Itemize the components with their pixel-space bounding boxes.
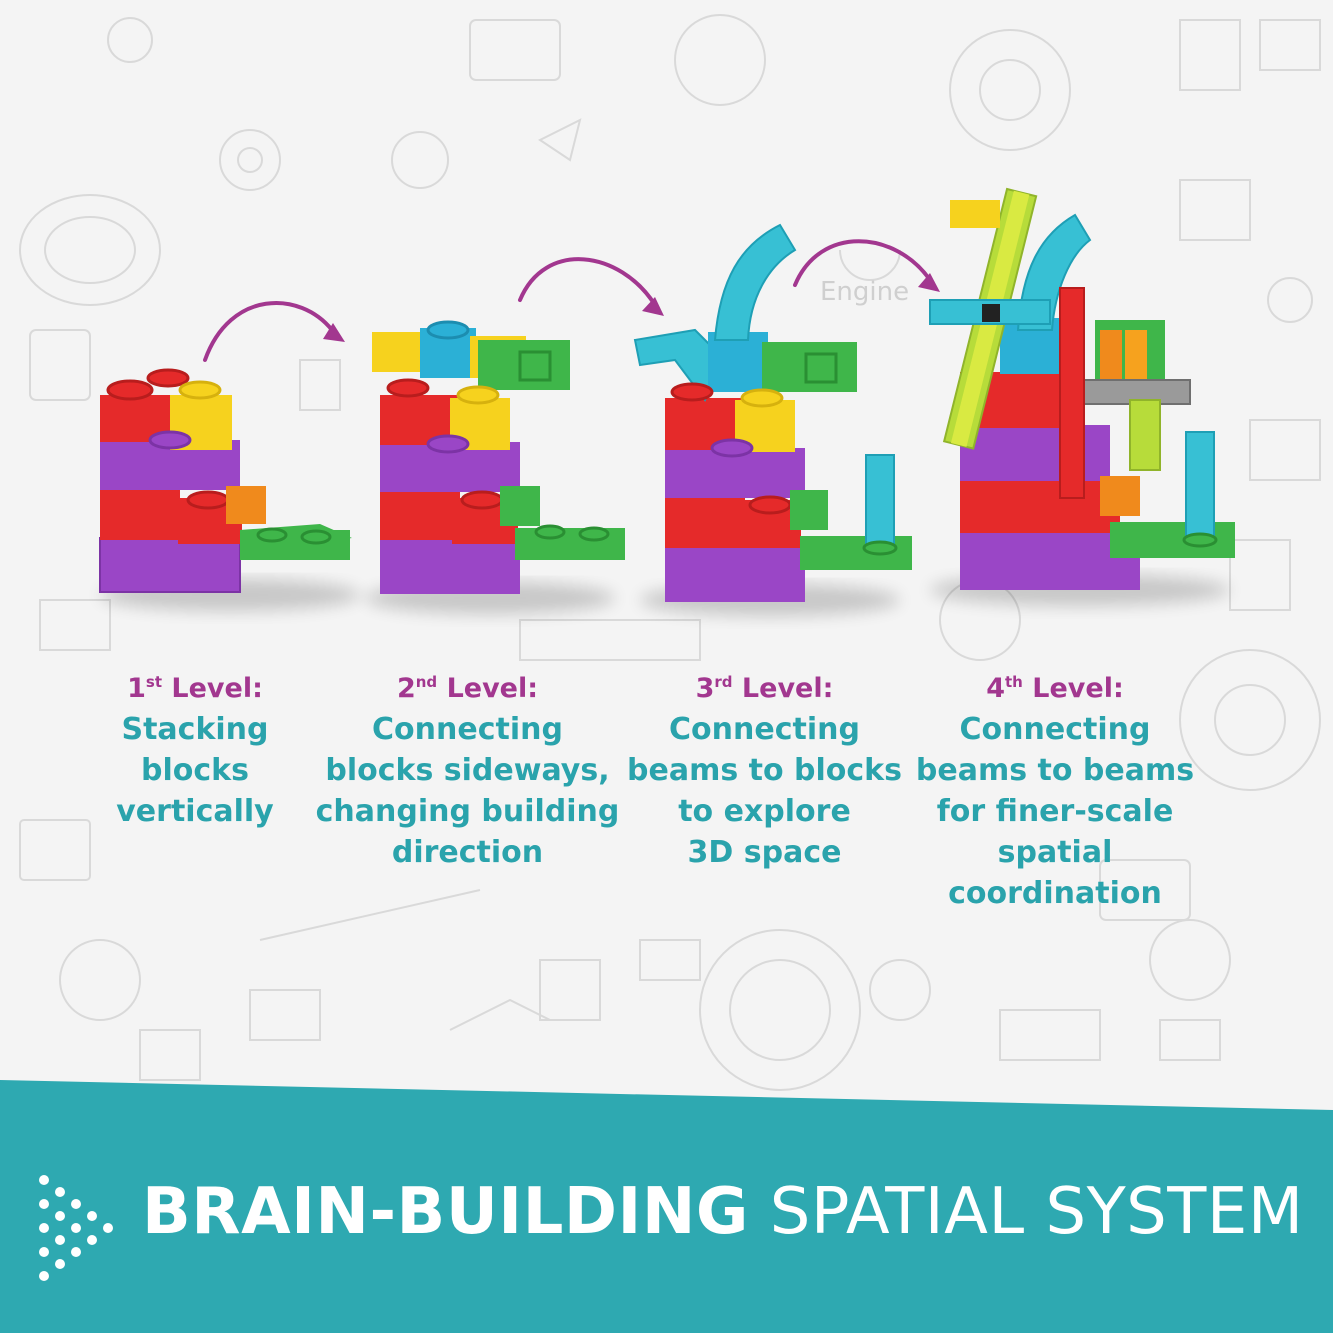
level-4-suffix: th — [1005, 673, 1023, 691]
level-2-heading: 2nd Level: — [310, 668, 625, 709]
level-2-suffix: nd — [415, 673, 438, 691]
build-level-1 — [99, 368, 360, 611]
level-1-description: Stacking blocks vertically — [116, 712, 274, 829]
engine-doodle-text: Engine — [820, 277, 909, 307]
build-level-3 — [633, 223, 912, 616]
level-1-label: Level: — [171, 673, 263, 704]
level-2-ordinal: 2 — [396, 673, 416, 704]
level-4-label: Level: — [1032, 673, 1124, 704]
level-1-suffix: st — [145, 673, 162, 691]
curved-arrow-icon — [518, 257, 657, 307]
banner-bold-text: BRAIN-BUILDING — [142, 1175, 749, 1249]
level-4-description: Connecting beams to beams for finer-scal… — [915, 712, 1195, 911]
level-2-caption: 2nd Level: Connecting blocks sideways, c… — [310, 668, 625, 873]
level-2-description: Connecting blocks sideways, changing bui… — [315, 712, 620, 870]
level-1-caption: 1st Level: Stacking blocks vertically — [85, 668, 305, 832]
level-3-heading: 3rd Level: — [622, 668, 907, 709]
level-3-ordinal: 3 — [695, 673, 715, 704]
dotted-arrow-icon — [39, 1175, 113, 1281]
level-1-ordinal: 1 — [127, 673, 146, 704]
build-level-2 — [365, 320, 625, 614]
level-4-ordinal: 4 — [986, 673, 1006, 704]
level-4-heading: 4th Level: — [910, 668, 1200, 709]
level-3-suffix: rd — [714, 673, 733, 691]
level-4-caption: 4th Level: Connecting beams to beams for… — [910, 668, 1200, 914]
banner-light-text: SPATIAL SYSTEM — [748, 1175, 1304, 1249]
level-3-caption: 3rd Level: Connecting beams to blocks to… — [622, 668, 907, 873]
build-level-4 — [929, 187, 1235, 606]
curved-arrow-icon — [203, 300, 334, 362]
level-1-heading: 1st Level: — [85, 668, 305, 709]
curved-arrow-icon — [793, 239, 932, 287]
level-2-label: Level: — [446, 673, 539, 704]
level-3-label: Level: — [741, 673, 834, 704]
level-3-description: Connecting beams to blocks to explore 3D… — [627, 712, 902, 870]
banner-title: BRAIN-BUILDING SPATIAL SYSTEM — [142, 1172, 1304, 1252]
